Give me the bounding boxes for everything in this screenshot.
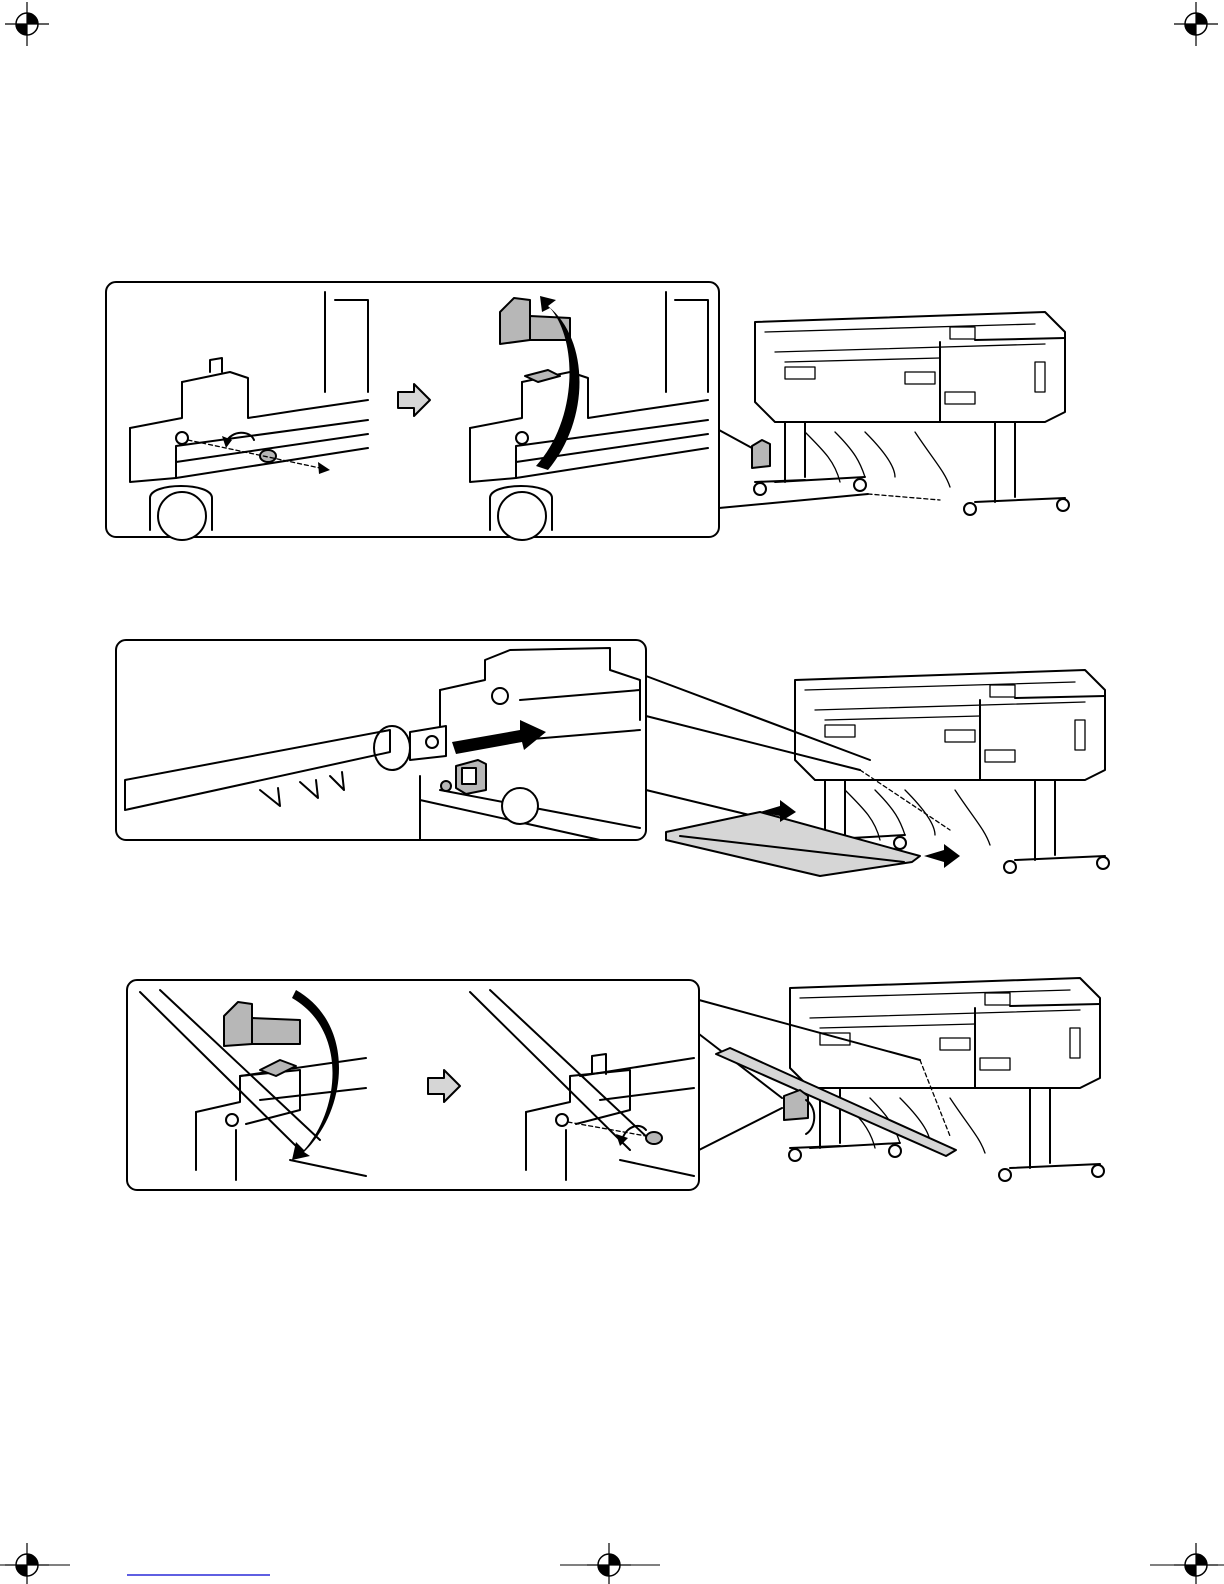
outline-right-arrow-icon [428,1070,460,1102]
crosshair-registration-icon [1174,2,1218,46]
crosshair-registration-icon [5,2,49,46]
outline-right-arrow-icon [398,384,430,416]
step-2-illustration [116,640,1109,876]
step-1-illustration [106,282,1069,540]
step-3-illustration [127,978,1104,1190]
crosshair-registration-icon [1174,1543,1218,1584]
crosshair-registration-icon [587,1543,631,1584]
solid-right-arrow-icon [452,720,546,754]
crosshair-registration-icon [5,1543,49,1584]
